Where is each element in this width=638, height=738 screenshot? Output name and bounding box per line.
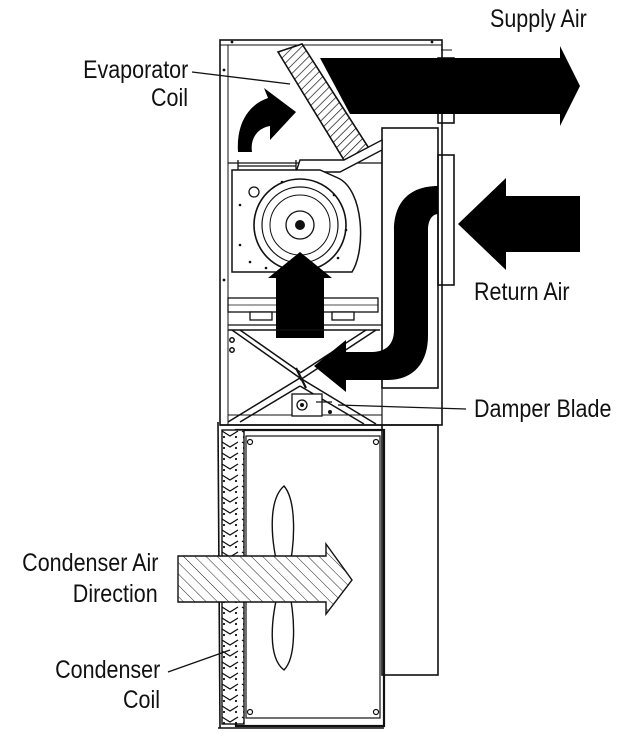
damper-section xyxy=(227,329,380,425)
evaporator-coil xyxy=(276,43,383,173)
return-air-arrow-icon xyxy=(458,178,580,270)
damper-actuator xyxy=(291,393,332,417)
supply-air-arrow-icon xyxy=(320,46,580,126)
condenser-coil-label-line1: Condenser xyxy=(54,656,160,684)
damper-blade-label: Damper Blade xyxy=(474,395,612,423)
condenser-air-direction-label-line2: Direction xyxy=(73,580,158,608)
recirculation-arrow-icon xyxy=(237,88,296,152)
return-airflow-arrow-icon xyxy=(314,186,438,392)
condenser-coil-label-line2: Coil xyxy=(122,686,160,714)
blower-assembly xyxy=(231,169,362,273)
condenser-air-arrow-icon xyxy=(177,541,353,617)
return-air-label: Return Air xyxy=(474,278,570,306)
up-airflow-arrow-icon xyxy=(268,252,332,338)
top-rivets xyxy=(222,40,434,282)
evaporator-coil-label-line1: Evaporator xyxy=(82,56,188,84)
leader-lines xyxy=(167,71,467,673)
supply-air-label: Supply Air xyxy=(490,5,587,33)
lower-rivets xyxy=(246,438,380,716)
evaporator-coil-label-line2: Coil xyxy=(150,84,188,112)
condenser-air-direction-label-line1: Condenser Air xyxy=(21,549,158,577)
